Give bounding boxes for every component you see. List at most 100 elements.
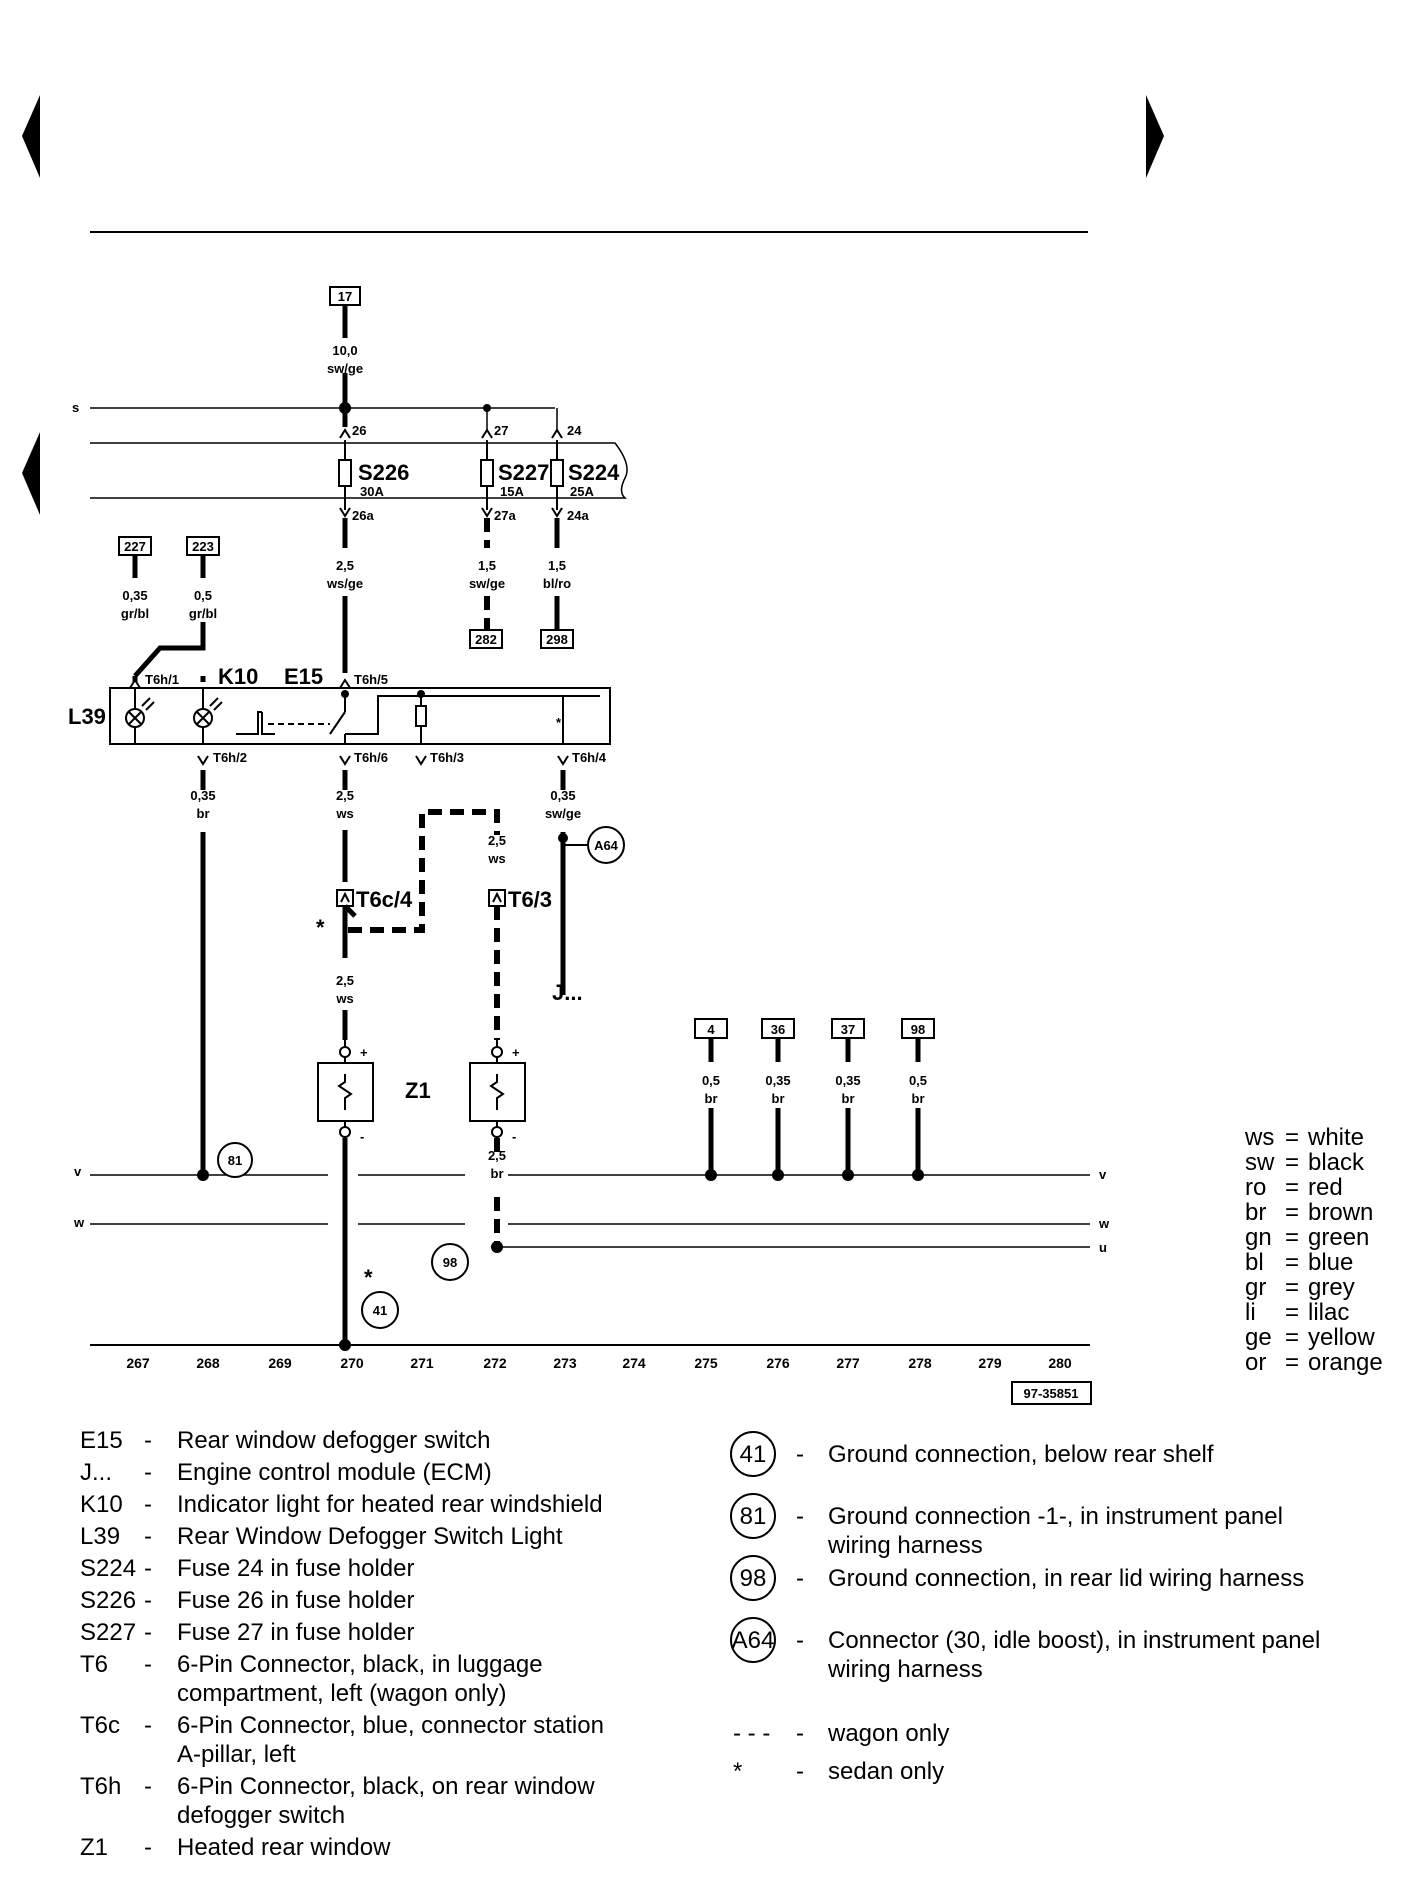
legend-desc: 6-Pin Connector, blue, connector station <box>177 1712 604 1739</box>
color-code: gr <box>1245 1274 1266 1301</box>
fuse-s224 <box>550 459 564 487</box>
fuse-leads <box>344 440 558 510</box>
z1-minus-left: - <box>360 1129 364 1144</box>
fuse-s227 <box>480 459 494 487</box>
color-code: ge <box>1245 1324 1272 1351</box>
column-number: 278 <box>908 1355 932 1371</box>
color-equals: = <box>1285 1199 1299 1226</box>
component-l39-label: L39 <box>68 704 106 729</box>
legend-desc: A-pillar, left <box>177 1741 296 1768</box>
wire-zm-size: 2,5 <box>488 1148 506 1163</box>
wire-g36-color: br <box>772 1091 785 1106</box>
legend-ground-circle <box>730 1493 776 1539</box>
wire-227-color: gr/bl <box>121 606 149 621</box>
component-z1-label: Z1 <box>405 1078 431 1103</box>
color-equals: = <box>1285 1149 1299 1176</box>
wire-g4-size: 0,5 <box>702 1073 720 1088</box>
svg-text:A64: A64 <box>594 838 619 853</box>
legend-symbol: * <box>733 1758 742 1785</box>
legend-code: T6c <box>80 1712 120 1739</box>
continued-left-arrow-icon[interactable] <box>22 432 40 515</box>
wire-z-color: ws <box>335 991 353 1006</box>
legend-desc: Ground connection, below rear shelf <box>828 1441 1214 1468</box>
sedan-only-marker-box: * <box>556 715 562 730</box>
color-equals: = <box>1285 1299 1299 1326</box>
color-code: sw <box>1245 1149 1275 1176</box>
wire-t6h4-size: 0,35 <box>550 788 575 803</box>
legend-code: K10 <box>80 1491 123 1518</box>
ref-box-4: 4 <box>694 1018 728 1039</box>
bus-lines <box>90 407 1090 1248</box>
wire-t6h2-color: br <box>197 806 210 821</box>
legend-desc: defogger switch <box>177 1802 345 1829</box>
ground-98-symbol: 98 <box>431 1243 469 1281</box>
wire-17-color: sw/ge <box>327 361 363 376</box>
ground-81-symbol: 81 <box>217 1142 253 1178</box>
color-name: blue <box>1308 1249 1353 1276</box>
svg-text:17: 17 <box>338 289 352 304</box>
legend-dash: - <box>144 1619 152 1646</box>
legend-desc: 6-Pin Connector, black, in luggage <box>177 1651 543 1678</box>
column-number: 271 <box>410 1355 434 1371</box>
wire-g98-color: br <box>912 1091 925 1106</box>
legend-dash: - <box>144 1459 152 1486</box>
component-j-label: J... <box>552 980 583 1005</box>
fuse-s226-rating: 30A <box>360 484 384 499</box>
legend-ground-code: 41 <box>740 1441 767 1468</box>
color-code: br <box>1245 1199 1266 1226</box>
connector-t6c4 <box>336 889 354 907</box>
color-equals: = <box>1285 1274 1299 1301</box>
legend-code: J... <box>80 1459 112 1486</box>
legend-code: E15 <box>80 1427 123 1454</box>
legend-dash: - <box>144 1651 152 1678</box>
legend-desc: Engine control module (ECM) <box>177 1459 492 1486</box>
connector-t6c4-label: T6c/4 <box>356 887 413 912</box>
column-number: 276 <box>766 1355 790 1371</box>
bus-label-v: v <box>74 1164 82 1179</box>
column-number: 273 <box>553 1355 577 1371</box>
wire-g98-size: 0,5 <box>909 1073 927 1088</box>
legend-desc: Fuse 24 in fuse holder <box>177 1555 414 1582</box>
legend-desc: Rear window defogger switch <box>177 1427 491 1454</box>
previous-page-arrow-icon[interactable] <box>22 95 40 178</box>
legend-desc: Ground connection, in rear lid wiring ha… <box>828 1565 1304 1592</box>
wire-223-size: 0,5 <box>194 588 212 603</box>
column-number: 269 <box>268 1355 292 1371</box>
wire-227-size: 0,35 <box>122 588 147 603</box>
legend-code: L39 <box>80 1523 120 1550</box>
wire-26-color: ws/ge <box>326 576 363 591</box>
pin-t6h4: T6h/4 <box>572 750 607 765</box>
svg-text:227: 227 <box>124 539 146 554</box>
legend-desc: Rear Window Defogger Switch Light <box>177 1523 563 1550</box>
wire-26-size: 2,5 <box>336 558 354 573</box>
wire-27-color: sw/ge <box>469 576 505 591</box>
svg-text:298: 298 <box>546 632 568 647</box>
legend-ground-code: A64 <box>732 1627 775 1654</box>
pin-24a: 24a <box>567 508 589 523</box>
legend-code: T6h <box>80 1773 121 1800</box>
svg-text:36: 36 <box>771 1022 785 1037</box>
pin-t6h5: T6h/5 <box>354 672 388 687</box>
color-name: yellow <box>1308 1324 1375 1351</box>
sedan-only-marker-2: * <box>364 1265 373 1290</box>
legend-dash: - <box>144 1587 152 1614</box>
next-page-arrow-icon[interactable] <box>1146 95 1164 178</box>
pin-t6h1: T6h/1 <box>145 672 179 687</box>
legend-code: T6 <box>80 1651 108 1678</box>
color-name: green <box>1308 1224 1369 1251</box>
legend-desc: wiring harness <box>827 1532 983 1559</box>
z1-minus-right: - <box>512 1129 516 1144</box>
wire-z-size: 2,5 <box>336 973 354 988</box>
fuse-s224-label: S224 <box>568 460 620 485</box>
legend-dash: - <box>796 1565 804 1592</box>
color-code: gn <box>1245 1224 1272 1251</box>
legend-dash: - <box>144 1773 152 1800</box>
column-number: 267 <box>126 1355 150 1371</box>
pin-arrows <box>129 428 569 766</box>
ref-box-282: 282 <box>469 629 503 649</box>
color-equals: = <box>1285 1349 1299 1376</box>
fuse-holder-outline <box>90 442 628 499</box>
color-code: or <box>1245 1349 1266 1376</box>
column-number: 268 <box>196 1355 220 1371</box>
